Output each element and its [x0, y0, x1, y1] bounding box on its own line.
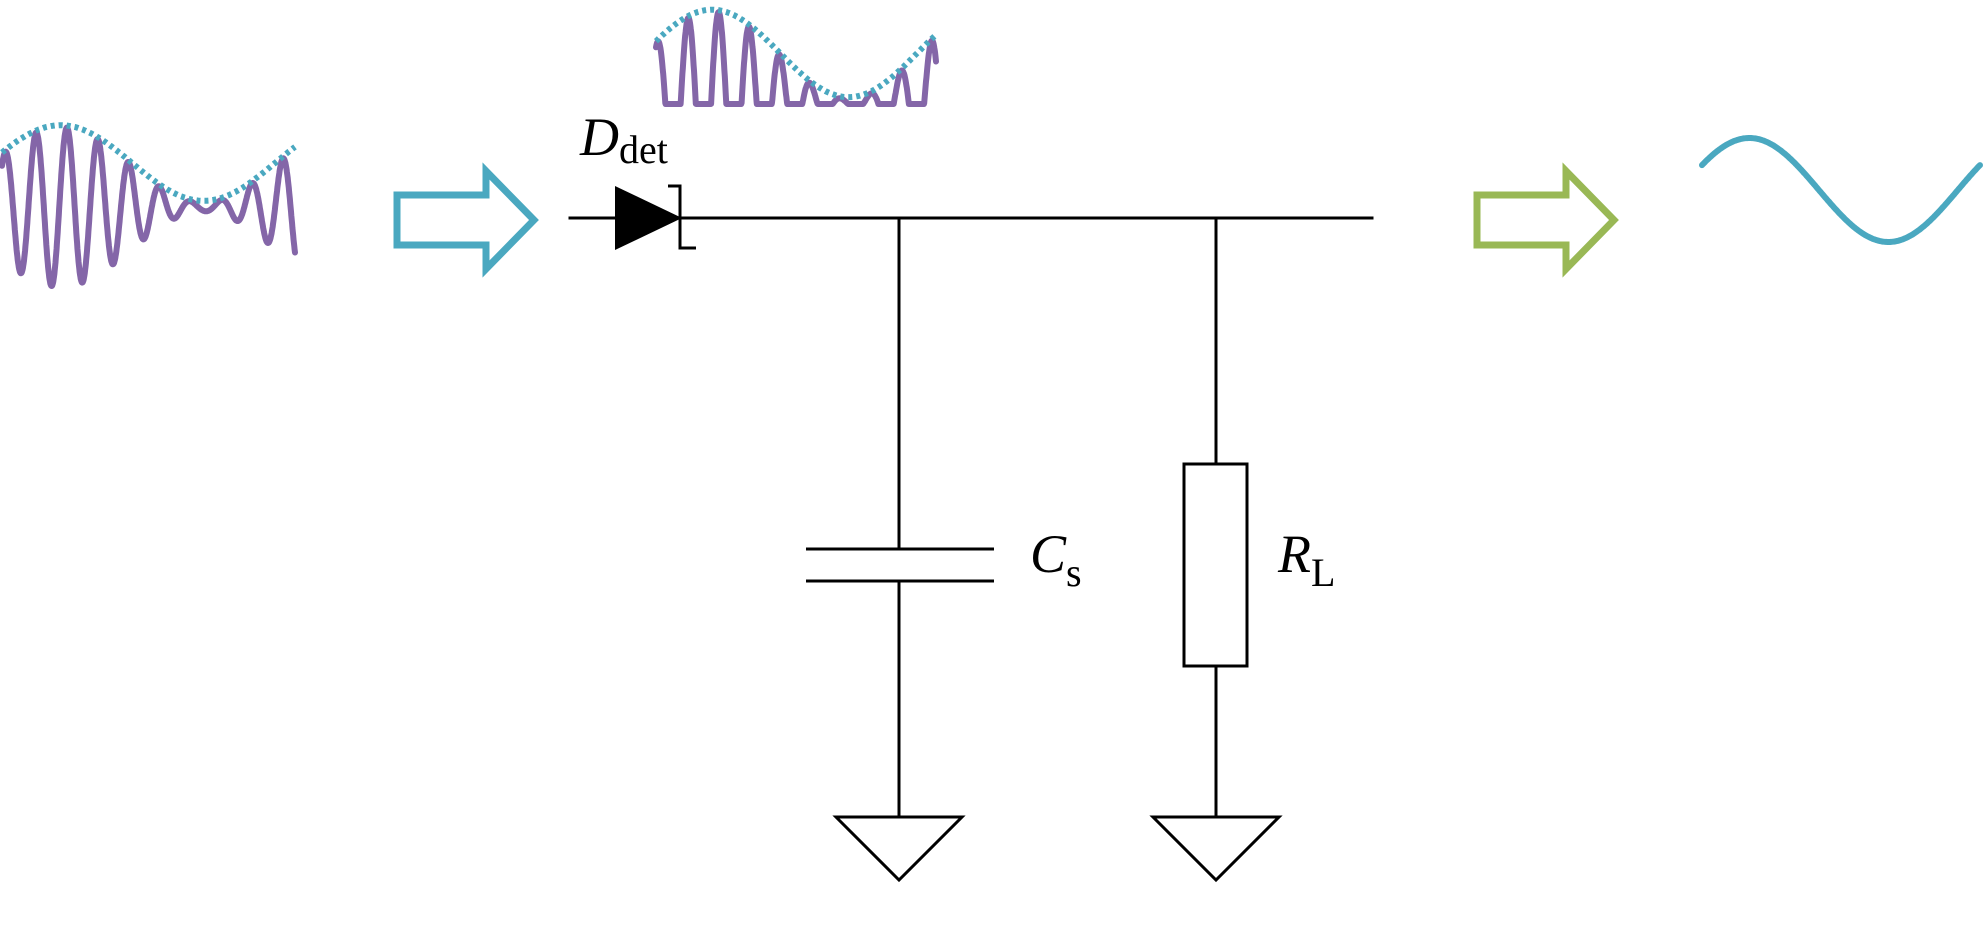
output-demodulated-signal	[1699, 135, 1983, 245]
diode-label: Ddet	[579, 107, 668, 172]
output-arrow-icon	[1473, 162, 1619, 278]
capacitor-ground-icon	[832, 815, 966, 883]
rectified-envelope	[653, 6, 939, 101]
capacitor-label: Cs	[1030, 524, 1082, 595]
diode-triangle	[615, 186, 682, 250]
resistor-label: RL	[1277, 524, 1335, 595]
capacitor-branch	[806, 216, 994, 883]
resistor-ground-icon	[1149, 815, 1283, 883]
resistor-body	[1182, 462, 1249, 668]
input-arrow-icon	[393, 162, 539, 278]
rectified-signal	[653, 9, 939, 107]
input-am-waveform	[0, 122, 298, 289]
am-input-envelope	[0, 122, 297, 204]
resistor-branch	[1149, 216, 1283, 883]
rectified-waveform	[653, 6, 939, 107]
am-input-signal	[0, 124, 298, 289]
circuit	[568, 184, 1374, 883]
